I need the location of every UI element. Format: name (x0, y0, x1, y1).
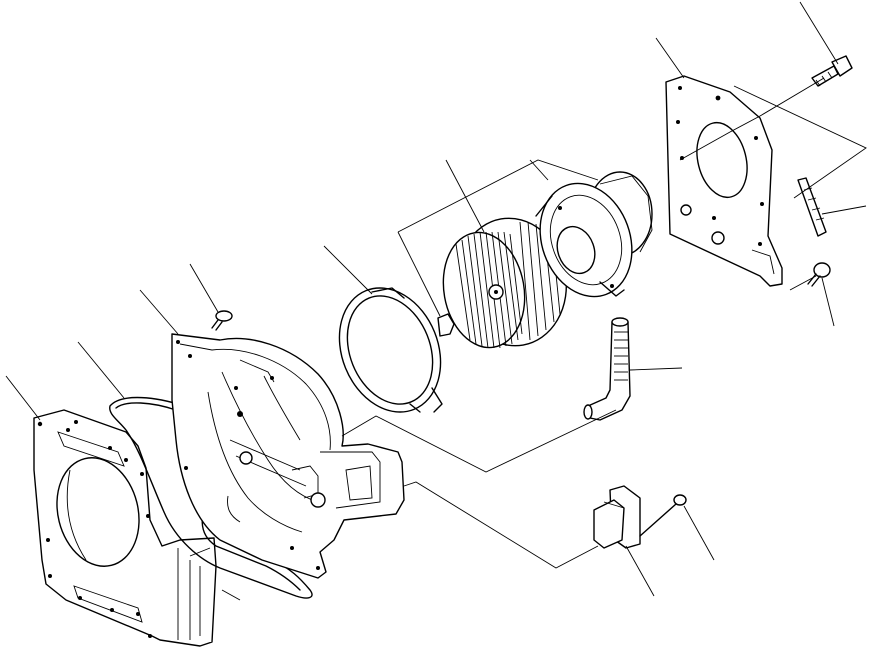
leader-fan-wheel (445, 159, 485, 233)
leader-blower-housing (139, 289, 179, 335)
screw-housing (211, 310, 233, 331)
leader-lines (5, 1, 867, 597)
blower-housing (171, 333, 405, 579)
assembly-lines (341, 77, 867, 569)
leader-blower-motor (529, 159, 549, 181)
leader-hose-fitting (629, 367, 683, 371)
gasket-strip (797, 177, 827, 237)
screw-resistor (639, 494, 687, 537)
leader-seal-ring (323, 245, 373, 295)
hose-fitting (583, 317, 631, 421)
resistor (593, 485, 641, 549)
leader-mounting-plate (655, 37, 685, 79)
leader-resistor (625, 545, 655, 597)
seal-ring (338, 287, 443, 413)
cover-plate (33, 409, 241, 647)
leader-cover-plate (5, 375, 41, 421)
leader-screw-housing (189, 263, 219, 313)
blower-motor (535, 171, 653, 298)
clip (437, 313, 455, 337)
bolt-right (807, 262, 831, 287)
leader-screw-resistor (683, 505, 715, 561)
leader-bolt-top-right (799, 1, 839, 65)
leader-bolt-right (821, 277, 835, 327)
mounting-plate-right (665, 75, 783, 287)
leader-housing-gasket (77, 341, 125, 399)
leader-gasket-strip (821, 205, 867, 215)
